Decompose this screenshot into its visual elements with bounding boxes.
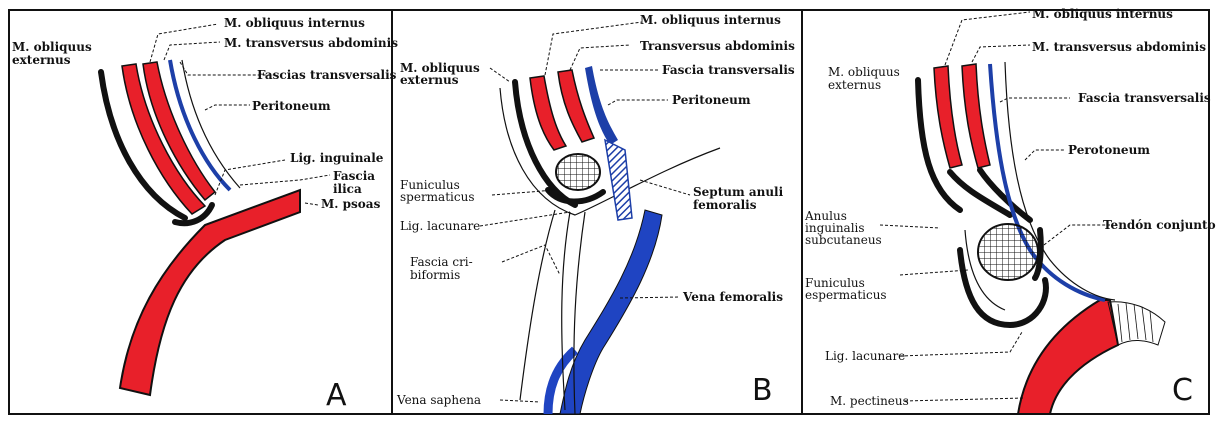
septum-anuli-femoralis: [605, 140, 632, 220]
funiculus-spermaticus: [556, 154, 600, 190]
label-funiculus-2: spermaticus: [400, 190, 474, 204]
label-psoas: M. psoas: [321, 197, 381, 211]
label-vena-femoralis: Vena femoralis: [682, 290, 783, 304]
label-anulus-3: subcutaneus: [805, 233, 882, 247]
label-obliquus-externus-2: externus: [400, 73, 459, 87]
transversus-band: [962, 64, 990, 168]
panel-a: M. obliquus internus M. transversus abdo…: [12, 16, 398, 413]
label-perotoneum: Perotoneum: [1068, 143, 1150, 157]
label-lig-inguinale: Lig. inguinale: [290, 151, 384, 165]
label-funiculus-2: espermaticus: [805, 288, 887, 302]
tendon-hatching: [1118, 303, 1153, 342]
panel-letter-c: C: [1172, 373, 1193, 408]
panel-letter-b: B: [752, 373, 773, 408]
label-obliquus-externus-2: externus: [828, 78, 881, 92]
label-lig-lacunare: Lig. lacunare: [825, 349, 905, 363]
label-lig-lacunare: Lig. lacunare: [400, 219, 480, 233]
label-obliquus-internus: M. obliquus internus: [640, 13, 781, 27]
label-obliquus-externus: M. obliquus: [12, 40, 92, 54]
panel-letter-a: A: [326, 378, 347, 413]
panel-c: M. obliquus internus M. transversus abdo…: [804, 7, 1216, 414]
obliquus-internus-band: [934, 66, 962, 168]
label-cribiformis-2: biformis: [410, 268, 460, 282]
label-transversus: M. transversus abdominis: [1032, 40, 1206, 54]
label-obliquus-externus-2: externus: [12, 53, 71, 67]
label-peritoneum: Peritoneum: [672, 93, 751, 107]
label-fascia-transversalis: Fascia transversalis: [662, 63, 795, 77]
fascia-cribiformis-line: [520, 210, 555, 400]
panel-b: M. obliquus internus M. obliquus externu…: [396, 13, 795, 414]
label-pectineus: M. pectineus: [830, 394, 909, 408]
label-transversus: Transversus abdominis: [640, 39, 795, 53]
label-septum: Septum anuli: [693, 185, 784, 199]
funiculus-espermaticus: [978, 224, 1038, 280]
label-fascias-transversalis: Fascias transversalis: [257, 68, 397, 82]
label-tendon: Tendón conjunto: [1103, 218, 1216, 232]
label-peritoneum: Peritoneum: [252, 99, 331, 113]
label-septum-2: femoralis: [693, 198, 757, 212]
label-obliquus-externus: M. obliquus: [828, 65, 900, 79]
label-transversus: M. transversus abdominis: [224, 36, 398, 50]
label-fascia-ilica: Fascia: [333, 169, 375, 183]
psoas-muscle: [120, 190, 300, 395]
label-obliquus-internus: M. obliquus internus: [224, 16, 365, 30]
figure-frame: [9, 10, 1209, 414]
label-fascia-transversalis: Fascia transversalis: [1078, 91, 1211, 105]
label-vena-saphena: Vena saphena: [396, 393, 481, 407]
label-obliquus-internus: M. obliquus internus: [1032, 7, 1173, 21]
label-fascia-ilica-2: ilica: [333, 182, 362, 196]
label-cribiformis: Fascia cri-: [410, 255, 473, 269]
